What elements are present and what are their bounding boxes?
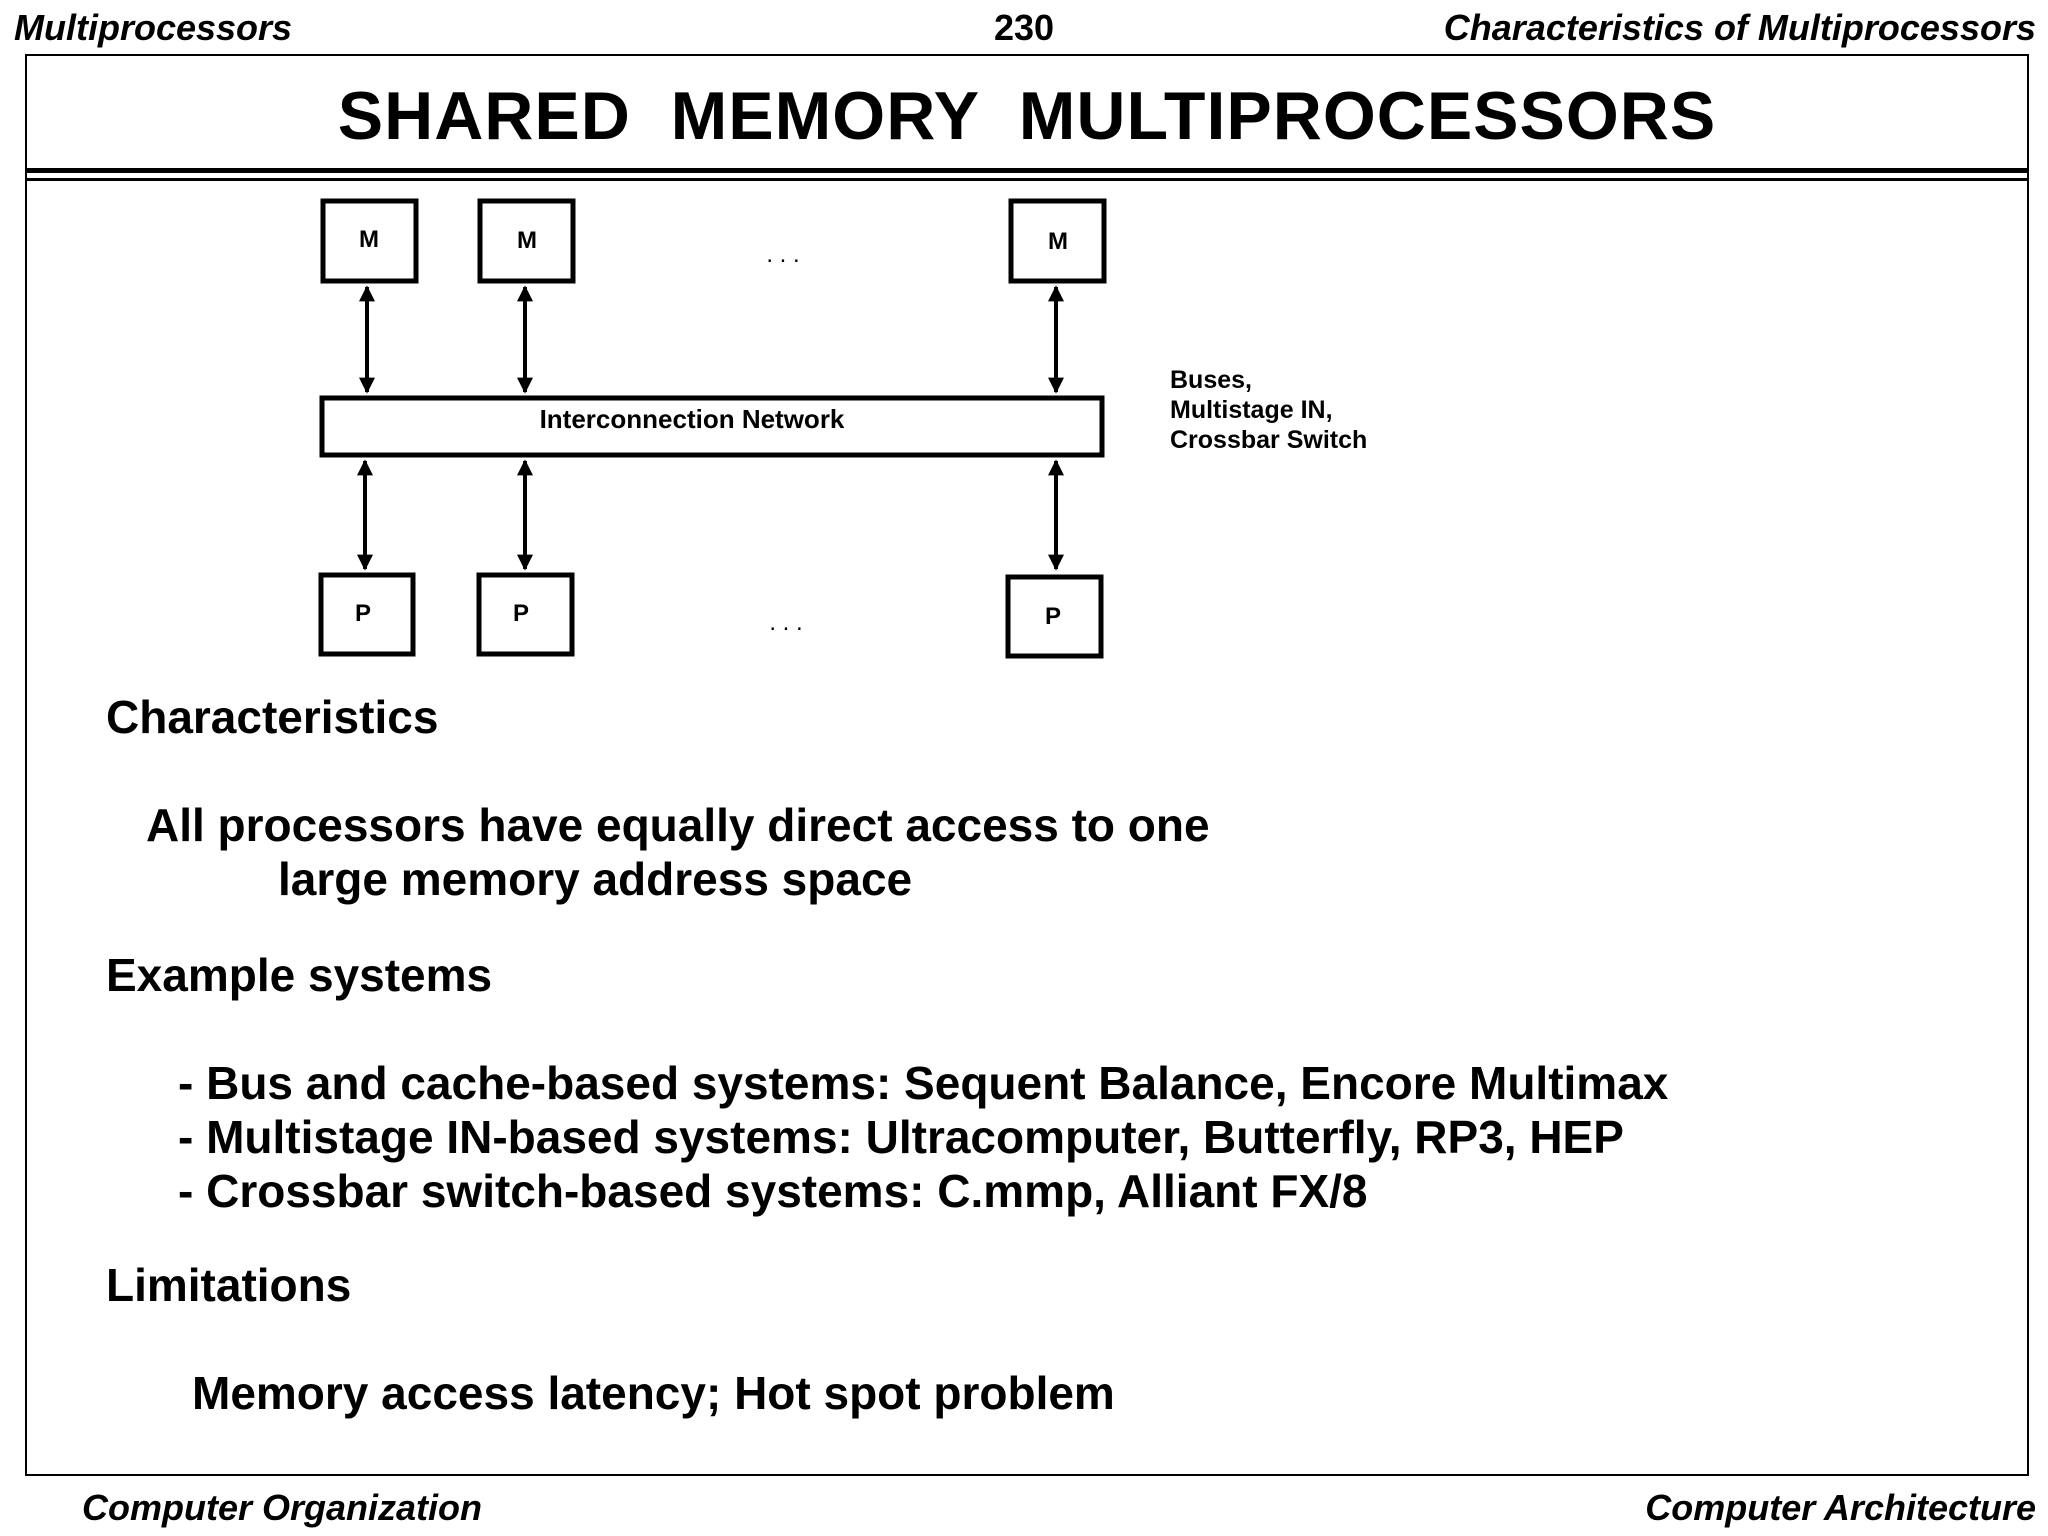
slide-title: SHARED MEMORY MULTIPROCESSORS [337, 78, 1717, 154]
memory-module-1 [320, 198, 419, 284]
example-systems-heading: Example systems [106, 949, 493, 1001]
network-note-line-1: Buses, [1170, 366, 1252, 394]
shared-memory-diagram: M M M . . . Interconnection Network Buse… [318, 198, 1367, 659]
footer-right: Computer Architecture [1645, 1487, 2036, 1528]
memory-ellipsis: . . . [766, 241, 799, 268]
slide-frame: SHARED MEMORY MULTIPROCESSORS [25, 54, 2029, 1476]
characteristics-line-1: All processors have equally direct acces… [146, 799, 1210, 851]
processor-label-3: P [1045, 603, 1061, 630]
memory-label-3: M [1048, 228, 1068, 255]
interconnection-network-box [319, 395, 1105, 458]
network-note-line-2: Multistage IN, [1170, 396, 1333, 424]
header-topic: Characteristics of Multiprocessors [1443, 7, 2036, 48]
processor-label-1: P [355, 600, 371, 627]
processor-1 [318, 572, 416, 657]
characteristics-heading: Characteristics [106, 691, 439, 743]
footer-left: Computer Organization [82, 1487, 483, 1528]
limitations-line-1: Memory access latency; Hot spot problem [192, 1367, 1115, 1419]
title-rule-thin [27, 178, 2027, 181]
page-number: 230 [993, 7, 1055, 48]
example-line-bus: - Bus and cache-based systems: Sequent B… [178, 1057, 1669, 1109]
title-rule-thick [27, 168, 2027, 173]
processor-label-2: P [513, 600, 529, 627]
example-line-multistage: - Multistage IN-based systems: Ultracomp… [178, 1111, 1624, 1163]
memory-module-2 [477, 198, 576, 284]
processor-ellipsis: . . . [769, 609, 802, 636]
example-line-crossbar: - Crossbar switch-based systems: C.mmp, … [178, 1165, 1368, 1217]
memory-label-2: M [517, 227, 537, 254]
header-course: Multiprocessors [14, 7, 293, 48]
interconnection-network-label: Interconnection Network [540, 404, 845, 434]
characteristics-line-2: large memory address space [278, 853, 913, 905]
network-note-line-3: Crossbar Switch [1170, 426, 1367, 454]
processor-3 [1005, 574, 1104, 659]
memory-module-3 [1008, 198, 1107, 284]
processor-2 [476, 572, 575, 657]
memory-label-1: M [359, 226, 379, 253]
limitations-heading: Limitations [106, 1259, 352, 1311]
